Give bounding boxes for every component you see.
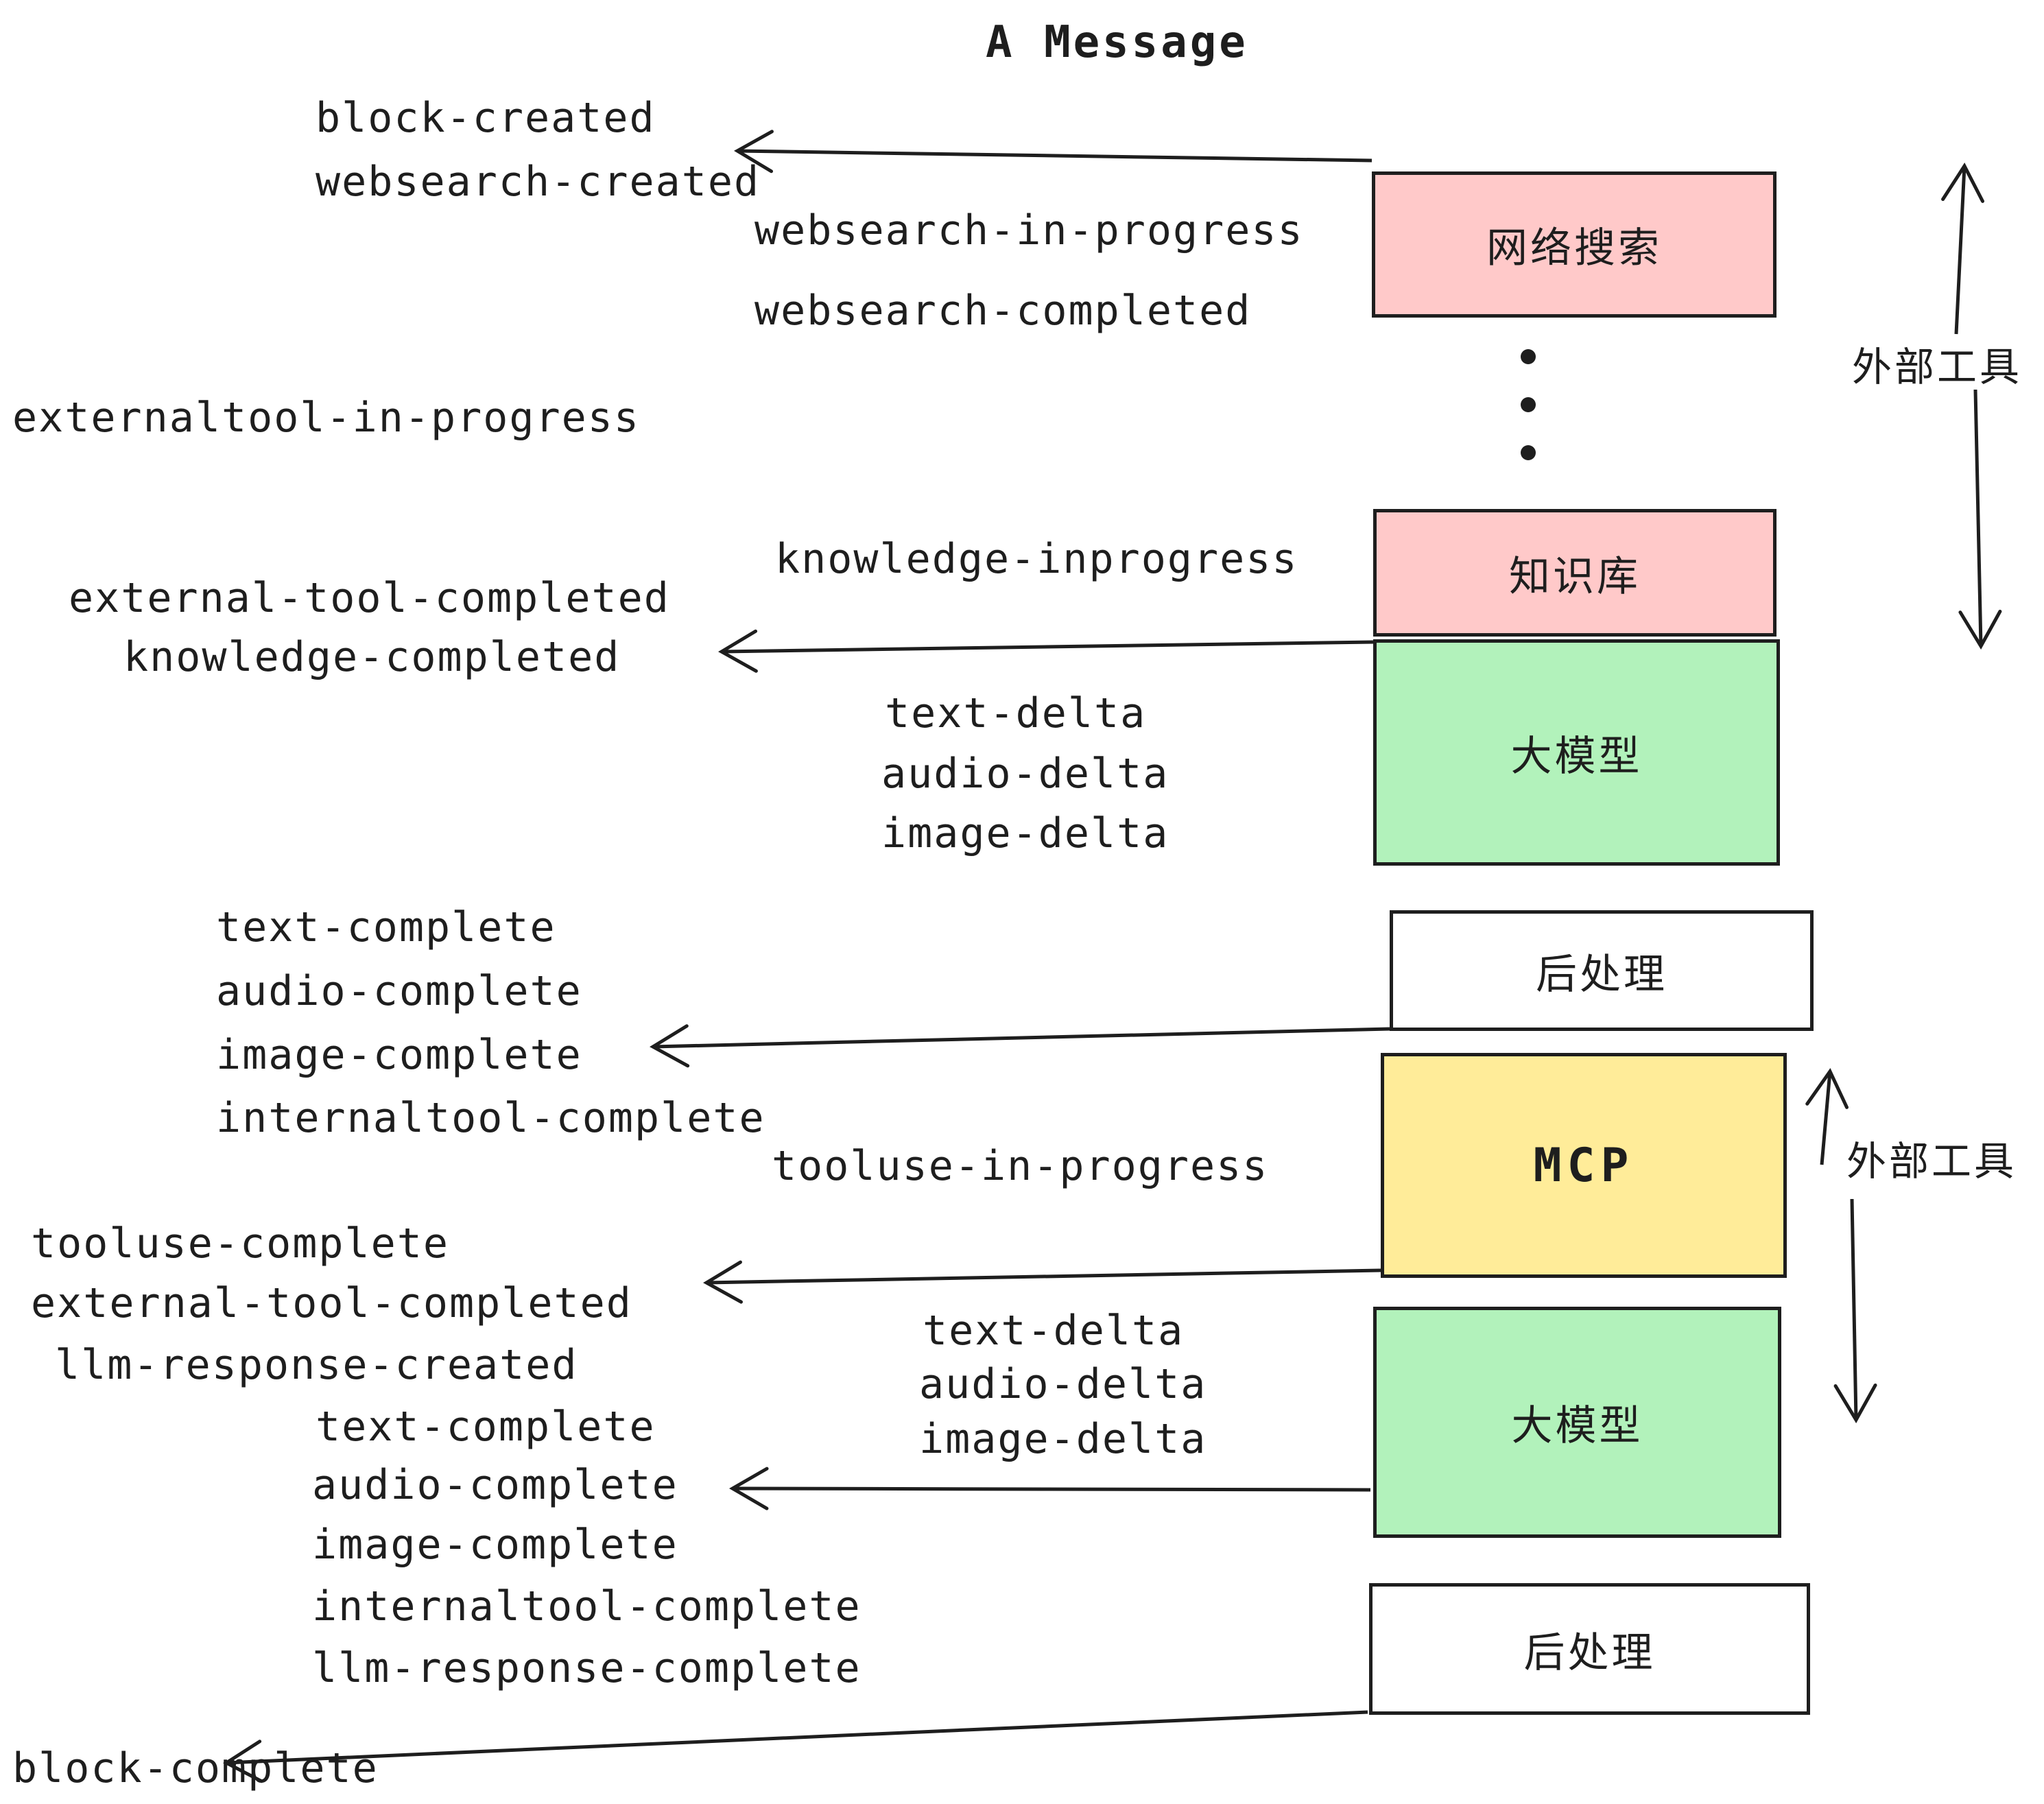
page-title: A Message xyxy=(986,17,1248,68)
event-label-text-delta-1: text-delta xyxy=(885,689,1147,737)
box-llm-bottom: 大模型 xyxy=(1373,1307,1781,1538)
box-llm-top: 大模型 xyxy=(1373,639,1780,866)
box-post-top-label: 后处理 xyxy=(1536,950,1667,999)
event-label-internaltool-complete-2: internaltool-complete xyxy=(312,1582,861,1630)
event-label-websearch-created: websearch-created xyxy=(316,158,761,206)
box-websearch: 网络搜索 xyxy=(1372,171,1776,318)
event-label-block-complete: block-complete xyxy=(12,1744,379,1792)
arrow-image-complete xyxy=(650,1024,1390,1068)
event-label-image-complete-2: image-complete xyxy=(312,1521,678,1569)
arrow-external-tools-down-bottom xyxy=(1833,1198,1877,1423)
box-knowledge: 知识库 xyxy=(1373,509,1776,637)
box-llm-top-label: 大模型 xyxy=(1510,732,1643,781)
arrow-external-tools-down-top xyxy=(1958,389,2002,650)
box-post-top: 后处理 xyxy=(1390,910,1814,1031)
event-label-websearch-in-progress: websearch-in-progress xyxy=(754,206,1304,254)
box-mcp-label: MCP xyxy=(1533,1138,1635,1193)
external-tools-label-top: 外部工具 xyxy=(1852,344,2023,390)
box-post-bottom: 后处理 xyxy=(1369,1583,1810,1715)
arrow-external-tools-up-top xyxy=(1941,163,1985,335)
ellipsis-dot-2 xyxy=(1521,397,1536,412)
ellipsis-dot-1 xyxy=(1521,349,1536,364)
event-label-block-created: block-created xyxy=(316,94,656,142)
event-label-audio-complete-1: audio-complete xyxy=(216,967,582,1015)
box-post-bottom-label: 后处理 xyxy=(1523,1628,1656,1677)
arrow-audio-complete xyxy=(729,1467,1371,1510)
event-label-audio-delta-1: audio-delta xyxy=(881,750,1169,798)
arrow-knowledge-completed xyxy=(718,629,1374,673)
event-label-audio-delta-2: audio-delta xyxy=(919,1360,1207,1408)
event-label-text-complete-1: text-complete xyxy=(216,903,556,951)
event-label-external-tool-completed-2: external-tool-completed xyxy=(31,1279,632,1327)
event-label-knowledge-completed: knowledge-completed xyxy=(123,633,621,681)
box-knowledge-label: 知识库 xyxy=(1509,552,1641,601)
arrow-block-complete xyxy=(223,1710,1368,1783)
box-websearch-label: 网络搜索 xyxy=(1486,224,1662,272)
event-label-image-delta-2: image-delta xyxy=(919,1415,1207,1463)
event-label-external-tool-completed-1: external-tool-completed xyxy=(69,574,670,622)
box-mcp: MCP xyxy=(1381,1053,1787,1278)
event-label-llm-response-complete: llm-response-complete xyxy=(312,1644,861,1692)
event-label-text-delta-2: text-delta xyxy=(923,1307,1185,1355)
arrow-websearch-created xyxy=(734,130,1372,174)
event-label-llm-response-created: llm-response-created xyxy=(55,1341,578,1389)
arrow-external-tools-up-bottom xyxy=(1805,1068,1849,1165)
event-label-audio-complete-2: audio-complete xyxy=(312,1461,678,1509)
box-llm-bottom-label: 大模型 xyxy=(1511,1402,1643,1450)
event-label-websearch-completed: websearch-completed xyxy=(754,287,1252,335)
external-tools-label-bottom: 外部工具 xyxy=(1846,1138,2017,1185)
arrow-external-tool-completed xyxy=(703,1260,1381,1304)
event-label-image-delta-1: image-delta xyxy=(881,809,1169,857)
ellipsis-dot-3 xyxy=(1521,445,1536,460)
event-label-text-complete-2: text-complete xyxy=(316,1403,656,1451)
event-label-tooluse-in-progress: tooluse-in-progress xyxy=(772,1142,1269,1190)
event-label-tooluse-complete: tooluse-complete xyxy=(31,1220,449,1268)
event-label-externaltool-in-progress: externaltool-in-progress xyxy=(12,394,640,442)
event-label-internaltool-complete-1: internaltool-complete xyxy=(216,1094,765,1142)
event-label-image-complete-1: image-complete xyxy=(216,1031,582,1079)
event-label-knowledge-inprogress: knowledge-inprogress xyxy=(775,535,1298,583)
